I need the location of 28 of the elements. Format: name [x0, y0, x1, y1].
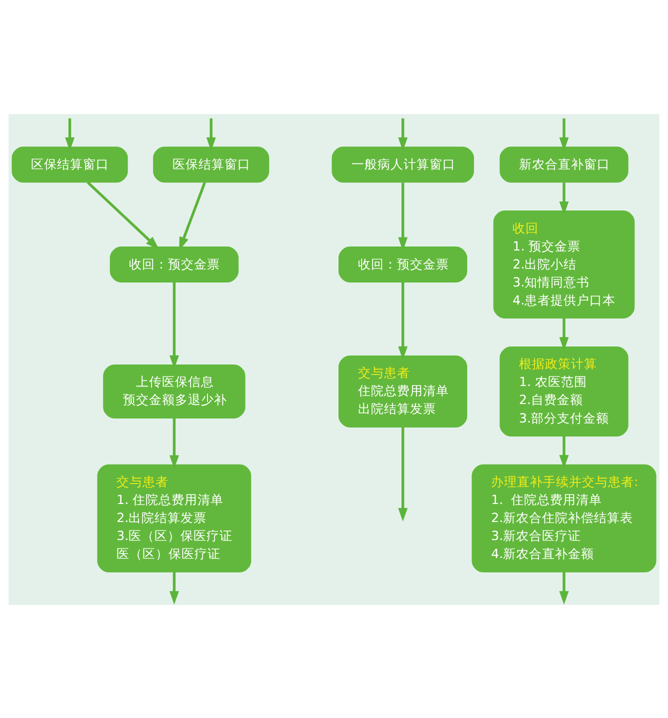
arrow — [169, 282, 179, 368]
arrow — [169, 572, 179, 604]
arrow — [206, 118, 216, 150]
arrow — [65, 118, 75, 150]
arrow — [179, 182, 206, 250]
node-box: 交与患者 住院总费用清单 出院结算发票 — [338, 354, 468, 427]
node-box: 上传医保信息 预交金额多退少补 — [103, 364, 246, 418]
arrow — [559, 182, 569, 214]
node-box: 新农合直补窗口 — [500, 146, 628, 182]
node-box: 交与患者 1. 住院总费用清单 2.出院结算发票 3.医（区）保医疗证 医（区）保医疗证 — [97, 464, 252, 572]
node-box: 办理直补手续并交与患者: 1. 住院总费用清单 2.新农合住院补偿结算表 3.新农合医疗证 4.新农合直补金额 — [472, 464, 656, 572]
node-box: 收回：预交金票 — [110, 246, 239, 282]
arrow — [398, 118, 408, 150]
arrow — [86, 180, 160, 249]
node-box: 收回：预交金票 — [338, 246, 468, 282]
node-box: 根据政策计算 1. 农医范围 2.自费金额 3.部分支付金额 — [500, 346, 628, 436]
node-box: 医保结算窗口 — [153, 146, 270, 182]
arrow — [398, 182, 408, 250]
arrow — [398, 282, 408, 360]
arrow — [559, 118, 569, 150]
node-box: 区保结算窗口 — [12, 146, 128, 182]
node-box: 收回 1. 预交金票 2.出院小结 3.知情同意书 4.患者提供户口本 — [493, 210, 635, 318]
arrow — [559, 318, 569, 350]
arrow — [398, 426, 408, 522]
arrow — [559, 572, 569, 604]
node-box: 一般病人计算窗口 — [332, 146, 474, 182]
arrow — [559, 436, 569, 468]
arrow — [169, 418, 179, 468]
